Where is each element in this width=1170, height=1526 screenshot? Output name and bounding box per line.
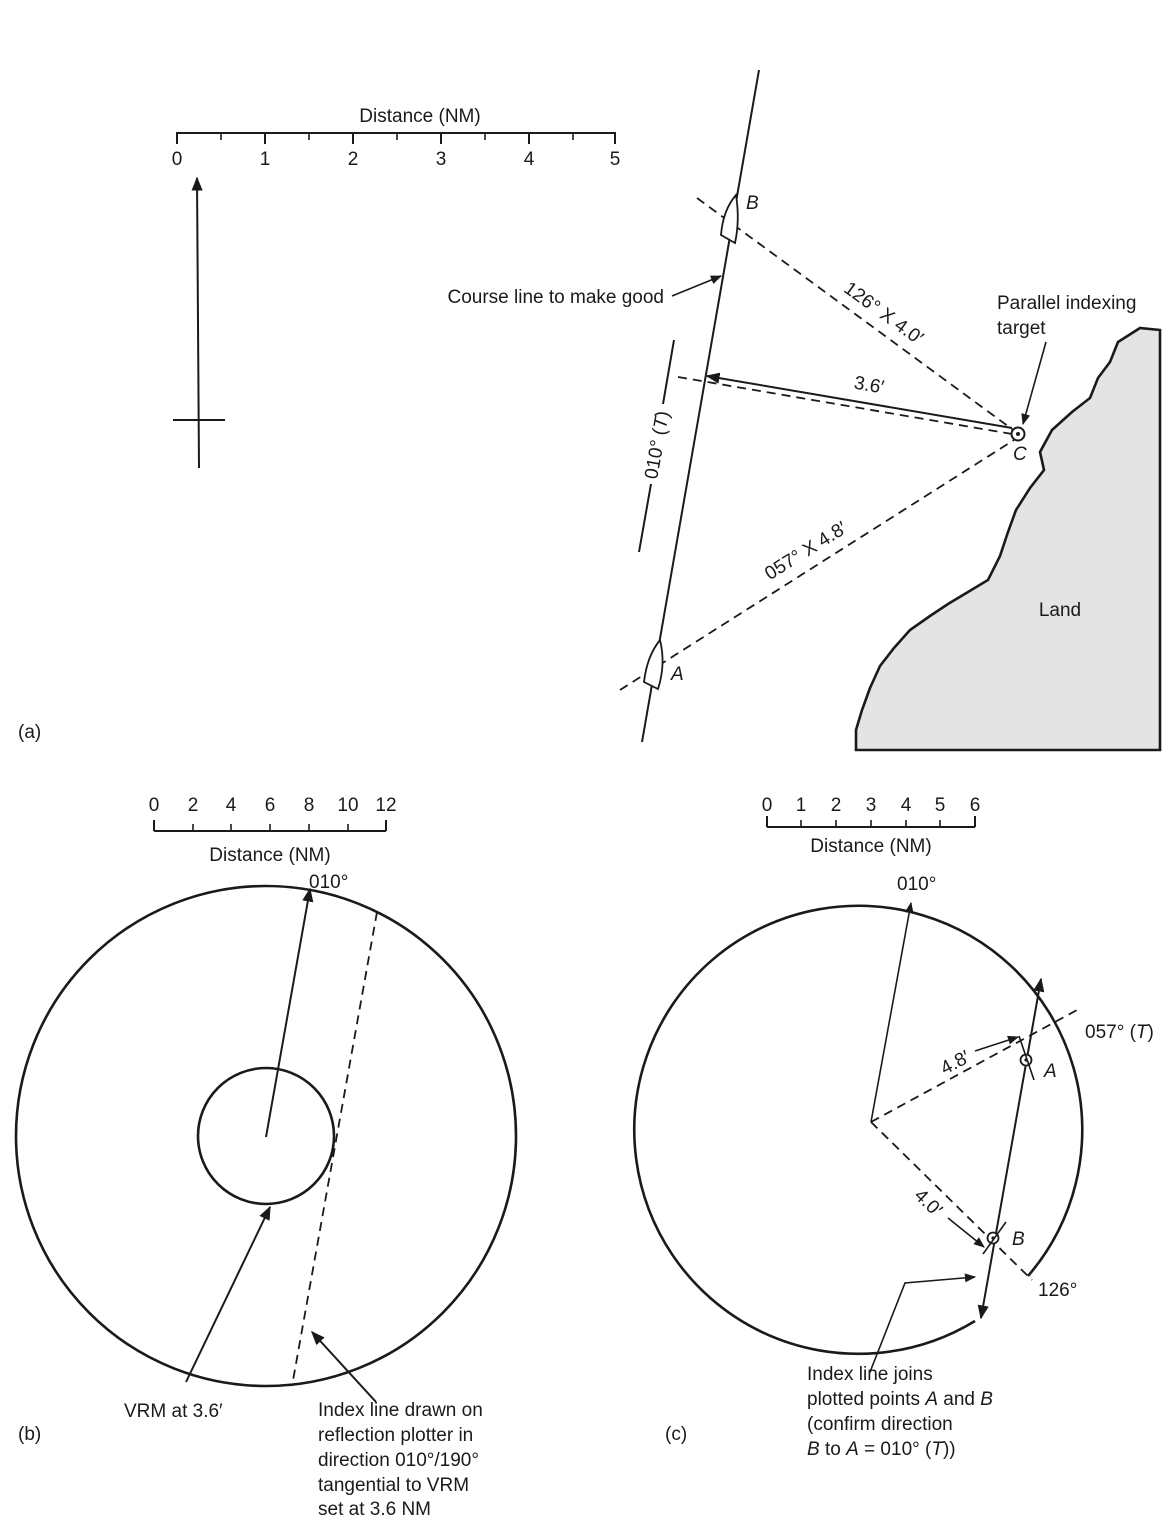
scale-tick-label: 2: [831, 795, 842, 816]
scale-tick-label: 2: [188, 795, 199, 816]
panel-b-label: (b): [18, 1424, 41, 1445]
index-distance-label: 3.6′: [852, 373, 886, 399]
vrm-label: VRM at 3.6′: [124, 1401, 223, 1422]
heading-line-c: [870, 901, 914, 1123]
index-note-line: set at 3.6 NM: [318, 1499, 431, 1520]
target-label-line2: target: [997, 318, 1046, 339]
radar-display-b: [14, 884, 518, 1388]
index-note-c-line1: Index line joins: [807, 1364, 933, 1385]
target-label-line1: Parallel indexing: [997, 293, 1136, 314]
index-note-c-line3: (confirm direction: [807, 1414, 953, 1435]
point-b-label: B: [746, 193, 759, 214]
bearing-label-b: 126° X 4.0′: [840, 278, 928, 350]
north-arrow: [173, 176, 225, 469]
index-line-c: [977, 977, 1045, 1320]
scale-tick-label: 4: [901, 795, 912, 816]
scale-tick-label: 4: [226, 795, 237, 816]
panel-a-scale-title: Distance (NM): [359, 106, 480, 127]
course-line-label: Course line to make good: [447, 287, 664, 308]
index-note-line: tangential to VRM: [318, 1475, 469, 1496]
vrm-circle: [196, 1066, 336, 1206]
panel-a: (a) Distance (NM) 0 1 2 3 4 5: [18, 69, 1162, 752]
course-direction-label: 010° (T): [641, 409, 674, 480]
index-note-line: direction 010°/190°: [318, 1450, 479, 1471]
heading-label-c: 010°: [897, 874, 936, 895]
scale-tick-label: 2: [348, 149, 359, 170]
distance-label-a: 4.8′: [937, 1047, 974, 1080]
plotted-point-a-label: A: [1043, 1061, 1057, 1082]
scale-tick-label: 3: [436, 149, 447, 170]
land-area: [854, 326, 1162, 752]
bearing-label-126: 126°: [1038, 1280, 1077, 1301]
panel-c-scale-title: Distance (NM): [810, 836, 931, 857]
panel-c-label: (c): [665, 1424, 687, 1445]
scale-tick-label: 6: [265, 795, 276, 816]
scale-tick-label: 8: [304, 795, 315, 816]
bearing-label-057: 057° (T): [1085, 1022, 1154, 1043]
scale-tick-label: 0: [762, 795, 773, 816]
land-label: Land: [1039, 600, 1081, 621]
heading-label-b: 010°: [309, 872, 348, 893]
bearing-line-b: [696, 197, 1017, 433]
radar-display-c: [633, 904, 1084, 1356]
panel-a-distance-scale: Distance (NM) 0 1 2 3 4 5: [172, 106, 621, 170]
index-note-c-line4: B to A = 010° (T)): [807, 1439, 956, 1460]
point-a-label: A: [670, 664, 684, 685]
panel-b-distance-scale: 0 2 4 6 8 10 12 Distance (NM): [149, 795, 397, 866]
scale-tick-label: 0: [172, 149, 183, 170]
scale-tick-label: 5: [610, 149, 621, 170]
scale-tick-label: 5: [935, 795, 946, 816]
target-c-marker: [1010, 426, 1026, 442]
index-distance-line: [705, 372, 1013, 429]
bearing-line-126: [870, 1121, 1033, 1281]
scale-tick-label: 1: [260, 149, 271, 170]
heading-line-b: [265, 887, 314, 1138]
panel-b-scale-title: Distance (NM): [209, 845, 330, 866]
scale-tick-label: 10: [337, 795, 358, 816]
panel-c-distance-scale: 0 1 2 3 4 5 6 Distance (NM): [762, 795, 981, 857]
plotted-point-a: [1018, 1035, 1035, 1081]
scale-tick-label: 12: [375, 795, 396, 816]
index-note-c-line2: plotted points A and B: [807, 1389, 993, 1410]
panel-c: (c) 0 1 2 3 4 5 6 Distance (NM) 010° 057…: [633, 795, 1154, 1460]
course-line: [641, 69, 760, 743]
scale-tick-label: 3: [866, 795, 877, 816]
scale-tick-label: 1: [796, 795, 807, 816]
ship-a-icon: [643, 638, 664, 691]
index-note-line: reflection plotter in: [318, 1425, 473, 1446]
scale-tick-label: 6: [970, 795, 981, 816]
scale-tick-label: 0: [149, 795, 160, 816]
scale-tick-label: 4: [524, 149, 535, 170]
plotted-point-b: [982, 1221, 1007, 1255]
index-line-b: [291, 911, 378, 1387]
index-note-line: Index line drawn on: [318, 1400, 483, 1421]
plotted-point-b-label: B: [1012, 1229, 1025, 1250]
point-c-label: C: [1013, 444, 1027, 465]
panel-a-label: (a): [18, 722, 41, 743]
panel-b: (b) 0 2 4 6 8 10 12 Distance (NM) 010° V…: [14, 795, 518, 1520]
bearing-line-a: [619, 439, 1015, 691]
ship-b-icon: [720, 192, 739, 245]
